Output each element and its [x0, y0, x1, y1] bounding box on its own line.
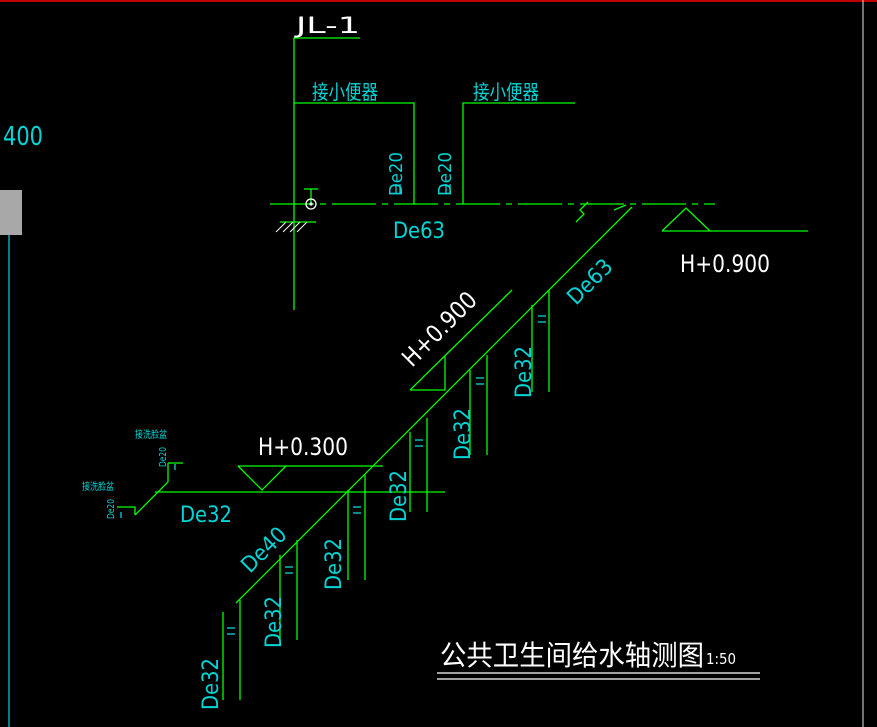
title-underline — [437, 672, 760, 680]
branch-de32-label-5: De32 — [262, 596, 287, 648]
branch-de32-label-6: De32 — [199, 658, 224, 710]
branch-size-label-2: De20 — [435, 152, 456, 196]
branch-de32-label-2: De32 — [451, 408, 476, 460]
horizontal-lower-size-label: De32 — [180, 503, 232, 528]
basin-label-1: 接洗脸盆 — [135, 428, 167, 441]
ground-hatch-symbol — [275, 221, 308, 233]
diag-lower-size-label: De40 — [237, 522, 293, 578]
urinal-label-1: 接小便器 — [312, 80, 378, 104]
valve-center — [309, 202, 313, 206]
branch-de32-label-1: De32 — [512, 346, 537, 398]
branch-de32-label-4: De32 — [322, 538, 347, 590]
valve-symbol — [305, 198, 317, 210]
side-label: 400 — [3, 122, 43, 152]
drawing-scale: 1:50 — [706, 650, 736, 668]
riser-label: JL-1 — [293, 14, 360, 39]
main-pipe-size-label: De63 — [393, 219, 445, 244]
branch-size-label-1: De20 — [386, 152, 407, 196]
elevation-lower-label: H+0.300 — [258, 433, 348, 461]
drawing-title: 公共卫生间给水轴测图 — [440, 639, 704, 672]
pipe-network — [117, 37, 808, 700]
elevation-upper-label: H+0.900 — [680, 250, 770, 278]
elevation-diag-label: H+0.900 — [396, 286, 482, 372]
basin-size-label-2: De20 — [106, 499, 117, 519]
side-scroll-block — [0, 190, 22, 235]
basin-size-label-1: De20 — [158, 447, 169, 467]
diag-upper-size-label: De63 — [563, 254, 619, 310]
branch-de32-label-3: De32 — [387, 470, 412, 522]
fitting-ticks — [120, 184, 546, 635]
basin-label-2: 接洗脸盆 — [82, 480, 114, 493]
urinal-label-2: 接小便器 — [473, 80, 539, 104]
